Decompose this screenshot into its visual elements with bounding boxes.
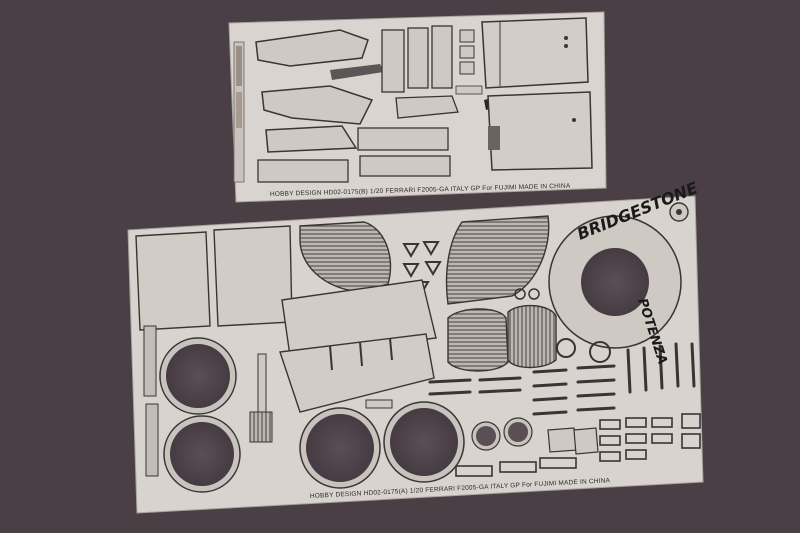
tire-decal: BRIDGESTONE POTENZA [548,178,700,367]
sheet-a: BRIDGESTONE POTENZA HOBBY DESIGN HD02-01… [127,178,704,514]
sheet-b: HOBBY DESIGN HD02-0175(B) 1/20 FERRARI F… [228,11,607,203]
